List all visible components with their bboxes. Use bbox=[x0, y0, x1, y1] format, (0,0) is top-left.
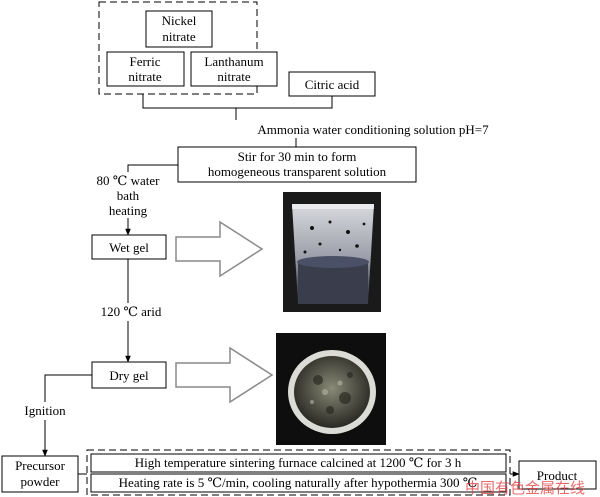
wet-gel-box bbox=[91, 234, 167, 260]
stir-label-2: homogeneous transparent solution bbox=[208, 164, 387, 179]
block-arrow-wet bbox=[175, 220, 264, 278]
ferric-nitrate-label-1: Ferric bbox=[129, 54, 160, 69]
arrow-drygel-to-precursor bbox=[42, 374, 92, 457]
lanthanum-nitrate-box bbox=[190, 51, 278, 87]
ignition-label: Ignition bbox=[24, 403, 66, 418]
dry-gel-label: Dry gel bbox=[109, 368, 149, 383]
sintering-label-1: High temperature sintering furnace calci… bbox=[135, 455, 462, 470]
block-arrow-dry bbox=[175, 346, 274, 404]
citric-acid-label: Citric acid bbox=[305, 77, 360, 92]
precursor-label-2: powder bbox=[21, 474, 61, 489]
sintering-label-2: Heating rate is 5 ℃/min, cooling natural… bbox=[119, 475, 478, 490]
arid-label-bg bbox=[95, 303, 167, 321]
sintering-box-1 bbox=[90, 453, 507, 473]
stir-label-1: Stir for 30 min to form bbox=[238, 149, 357, 164]
water-bath-label-2: bath bbox=[117, 188, 140, 203]
watermark-text: 中国有色金属在线 bbox=[465, 479, 585, 497]
ferric-nitrate-label-2: nitrate bbox=[128, 69, 161, 84]
nickel-nitrate-label-2: nitrate bbox=[162, 29, 195, 44]
dry-gel-box bbox=[91, 361, 167, 389]
lanthanum-nitrate-label-1: Lanthanum bbox=[204, 54, 263, 69]
ferric-nitrate-box bbox=[106, 51, 185, 87]
nitrate-group-dashed-box bbox=[98, 1, 258, 95]
arid-label: 120 ℃ arid bbox=[101, 304, 162, 319]
wet-gel-label: Wet gel bbox=[109, 240, 149, 255]
sintering-dashed-box bbox=[86, 449, 511, 496]
precursor-box bbox=[1, 455, 79, 493]
product-box bbox=[518, 460, 597, 490]
nickel-nitrate-label-1: Nickel bbox=[162, 13, 197, 28]
nickel-nitrate-box bbox=[145, 10, 213, 48]
dry-gel-photo bbox=[276, 333, 386, 445]
ignition-label-bg bbox=[16, 402, 74, 420]
sintering-box-2 bbox=[90, 473, 507, 493]
wet-gel-photo bbox=[283, 192, 381, 312]
product-label: Product bbox=[537, 468, 578, 483]
connector-nitrates-citric bbox=[142, 94, 333, 109]
precursor-label-1: Precursor bbox=[15, 458, 65, 473]
ammonia-label: Ammonia water conditioning solution pH=7 bbox=[257, 122, 489, 137]
water-bath-label-3: heating bbox=[109, 203, 148, 218]
water-bath-label-bg bbox=[90, 172, 166, 218]
water-bath-label-1: 80 ℃ water bbox=[97, 173, 161, 188]
lanthanum-nitrate-label-2: nitrate bbox=[217, 69, 250, 84]
